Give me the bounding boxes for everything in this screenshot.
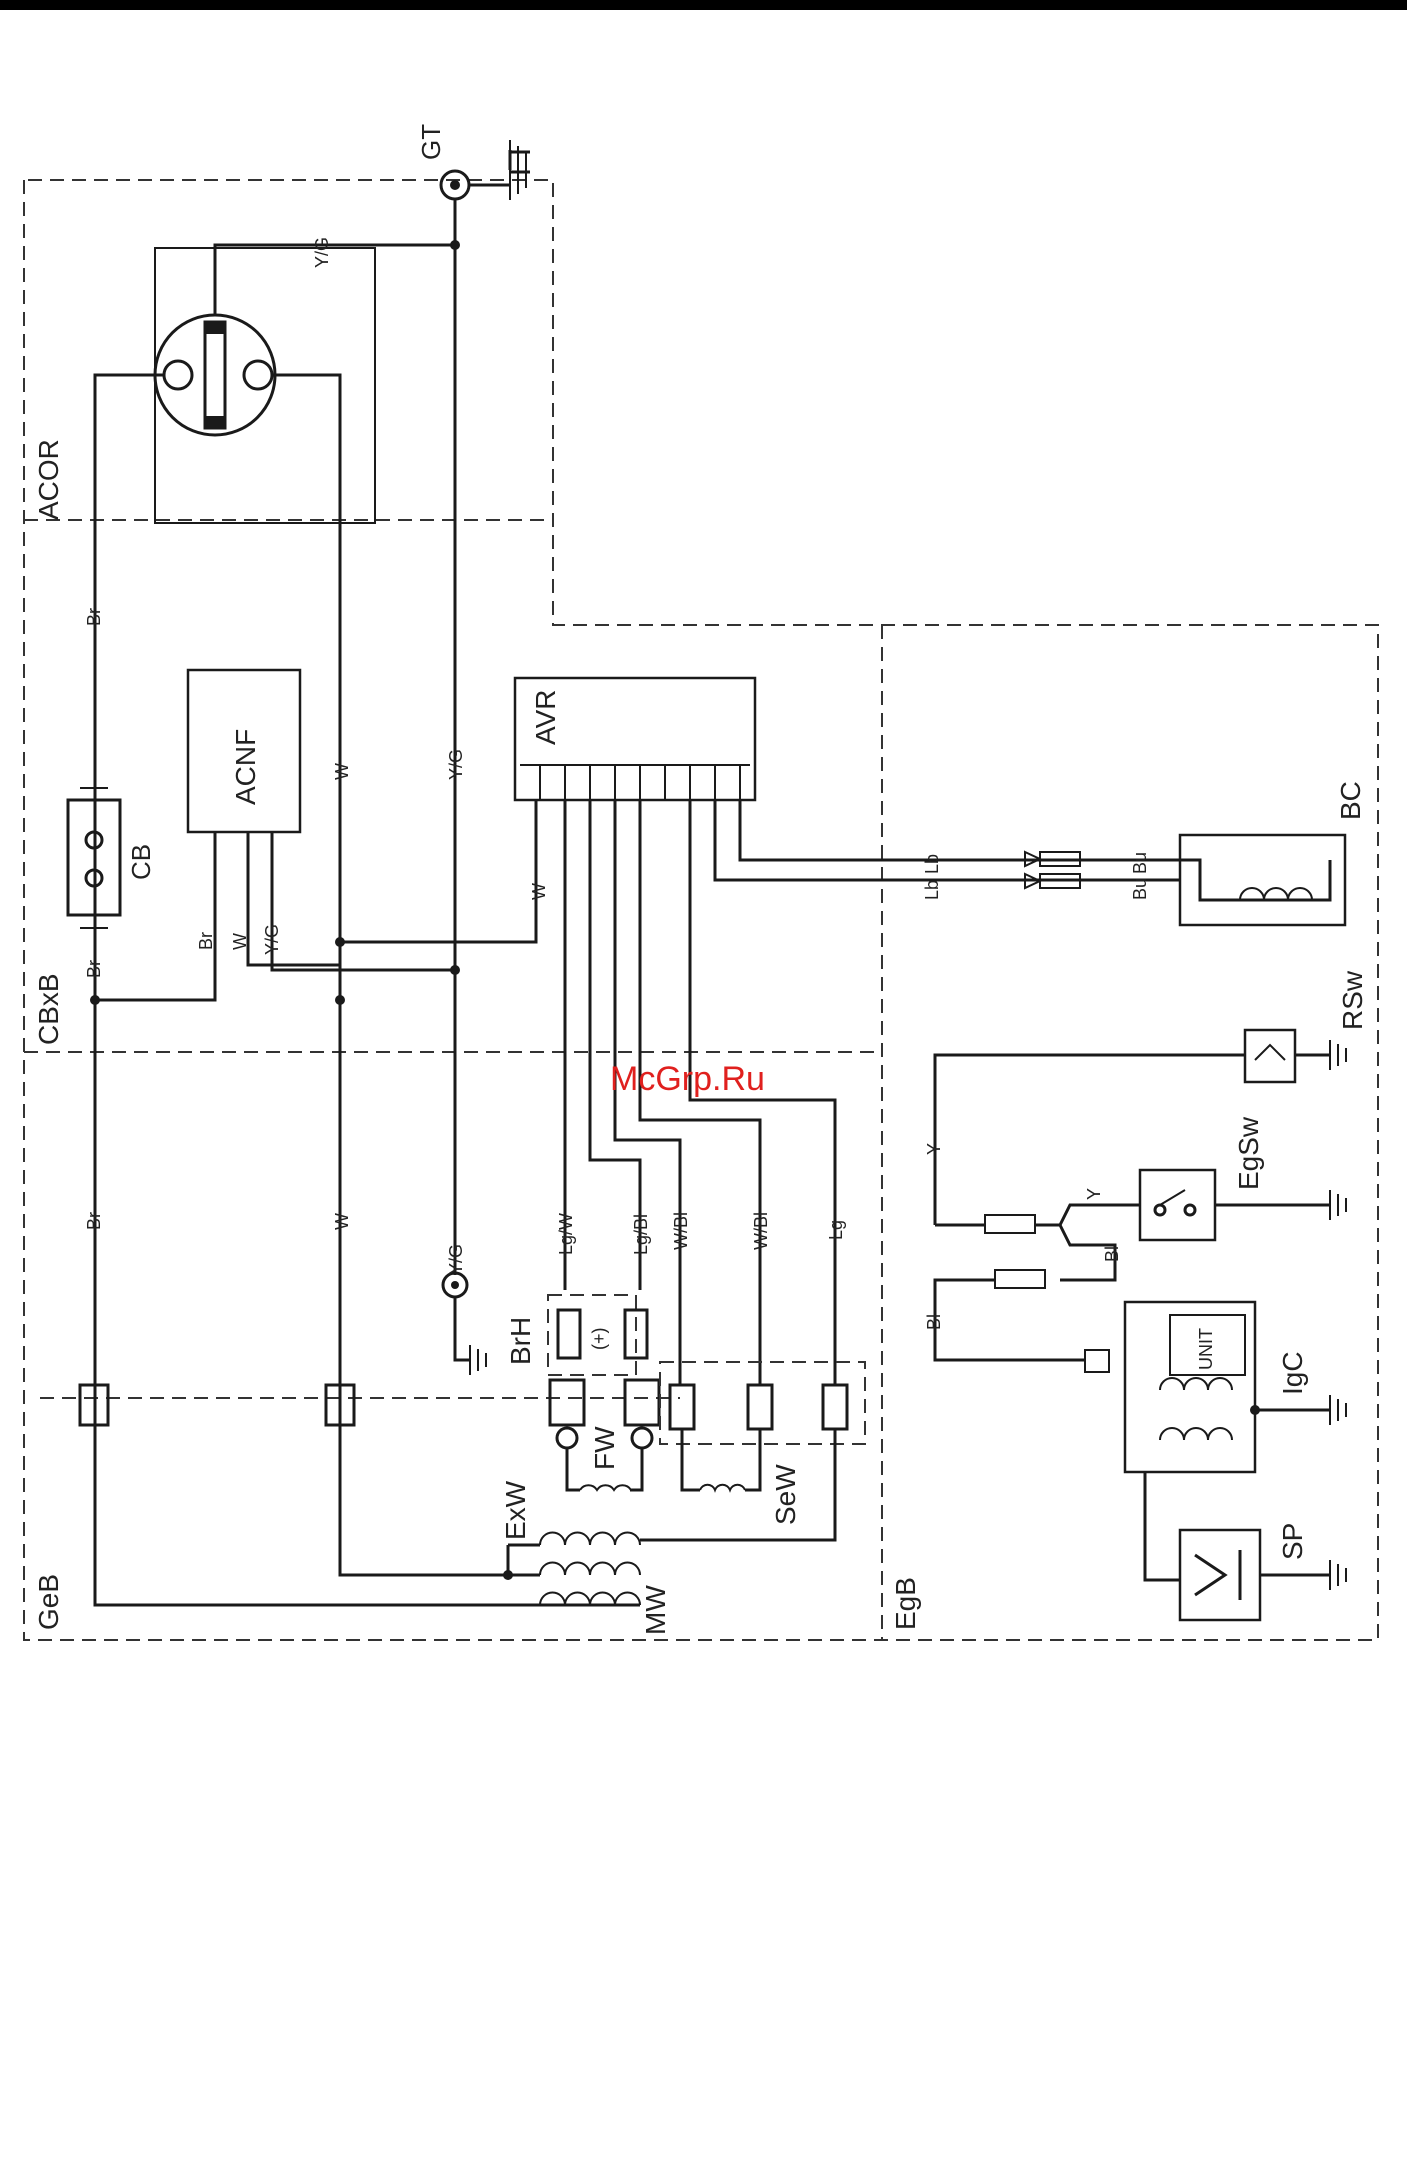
region-label-egb: EgB xyxy=(890,1577,921,1630)
wire-label-lb-2: Lb xyxy=(922,880,942,900)
mw-label: MW xyxy=(640,1585,671,1635)
rsw-label: RSw xyxy=(1337,970,1368,1030)
egsw-label: EgSw xyxy=(1233,1116,1264,1190)
wire-label-br-top: Br xyxy=(84,608,104,626)
exw-mw-windings: ExW MW xyxy=(500,1429,835,1635)
brh-brush-holder: (+) BrH xyxy=(505,1295,647,1375)
region-label-geb: GeB xyxy=(33,1574,64,1630)
brh-label: BrH xyxy=(505,1317,536,1365)
egsw-switch: EgSw xyxy=(935,1116,1346,1265)
wire-label-yg-top: Y/G xyxy=(312,237,332,268)
main-wires xyxy=(95,200,640,1605)
avr-box: AVR xyxy=(515,678,755,800)
gt-label: GT xyxy=(416,124,446,160)
wire-label-wbl-2: W/Bl xyxy=(751,1212,771,1250)
wire-label-w-low: W xyxy=(332,1213,352,1230)
gt-ground-terminal: GT xyxy=(416,124,530,200)
sp-label: SP xyxy=(1277,1523,1308,1560)
acnf-wire-yg: Y/G xyxy=(262,924,282,955)
wire-label-bl-2: Bl xyxy=(924,1314,944,1330)
bc-connectors xyxy=(1025,852,1080,888)
wire-label-bu-2: Bu xyxy=(1130,878,1150,900)
region-label-cbxb: CBxB xyxy=(33,973,64,1045)
fw-label: FW xyxy=(589,1426,620,1470)
cb-circuit-breaker: CB xyxy=(68,788,156,928)
acnf-wire-br: Br xyxy=(196,932,216,950)
exw-label: ExW xyxy=(500,1480,531,1540)
yg-ground-terminal: Y/G xyxy=(443,1244,486,1375)
wire-label-wbl-1: W/Bl xyxy=(671,1212,691,1250)
watermark-text: McGrp.Ru xyxy=(610,1060,765,1098)
top-border xyxy=(0,0,1407,10)
wire-label-yg-mid: Y/G xyxy=(446,749,466,780)
wire-label-y-1: Y xyxy=(924,1143,944,1155)
wire-label-w-mid: W xyxy=(332,763,352,780)
wire-label-lg: Lg xyxy=(826,1220,846,1240)
wire-label-lgw: Lg/W xyxy=(556,1213,576,1255)
igc-unit-label: UNIT xyxy=(1196,1328,1216,1370)
brh-plus-label: (+) xyxy=(589,1328,609,1351)
acnf-wire-w: W xyxy=(230,933,250,950)
wire-label-yg-gnd: Y/G xyxy=(446,1244,466,1275)
bc-battery-charge-coil: BC xyxy=(1180,781,1366,925)
sew-label: SeW xyxy=(770,1464,801,1525)
wire-label-y-2: Y xyxy=(1084,1188,1104,1200)
wire-label-bl-1: Bl xyxy=(1102,1246,1122,1262)
acor-outlet xyxy=(155,248,375,523)
avr-label: AVR xyxy=(530,690,561,746)
wire-label-br-cb: Br xyxy=(84,960,104,978)
wire-label-lgbl: Lg/Bl xyxy=(631,1214,651,1255)
cb-label: CB xyxy=(126,844,156,880)
bc-label: BC xyxy=(1335,781,1366,820)
wire-label-br-low: Br xyxy=(84,1212,104,1230)
region-label-acor: ACOR xyxy=(33,439,64,520)
sp-spark-plug: SP xyxy=(1180,1523,1346,1620)
acnf-label: ACNF xyxy=(230,729,261,805)
fw-field-winding: FW xyxy=(550,1380,659,1490)
acnf-box: ACNF Br W Y/G xyxy=(188,670,300,955)
wire-label-bu-1: Bu xyxy=(1130,852,1150,874)
igc-label: IgC xyxy=(1277,1351,1308,1395)
wire-label-lb-1: Lb xyxy=(922,854,942,874)
geb-connectors xyxy=(80,1385,354,1425)
wire-label-w-avr: W xyxy=(529,883,549,900)
